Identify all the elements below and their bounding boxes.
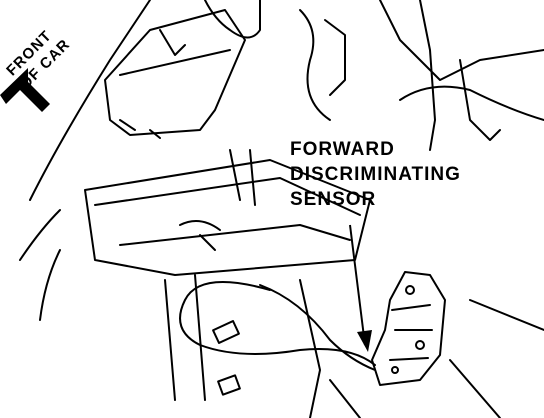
reservoir-tank: [104, 9, 246, 136]
callout-line-2: DISCRIMINATING: [290, 164, 461, 185]
front-arrow-icon: [0, 68, 50, 112]
inner-fender-line: [19, 209, 61, 321]
sensor-harness: [179, 281, 376, 366]
callout-line-1: FORWARD: [290, 139, 395, 160]
callout-leader-line: [349, 224, 366, 346]
wire-bundle: [299, 9, 331, 121]
engine-bracket: [379, 0, 544, 81]
upper-hose: [204, 0, 261, 39]
forward-discriminating-sensor: [371, 271, 446, 386]
support-post: [164, 274, 206, 401]
fender-outline: [29, 0, 151, 201]
sensor-callout-label: FORWARD DISCRIMINATING SENSOR: [290, 140, 461, 215]
callout-arrowhead-icon: [357, 330, 372, 352]
harness-connector: [212, 320, 240, 344]
callout-line-3: SENSOR: [290, 189, 377, 210]
